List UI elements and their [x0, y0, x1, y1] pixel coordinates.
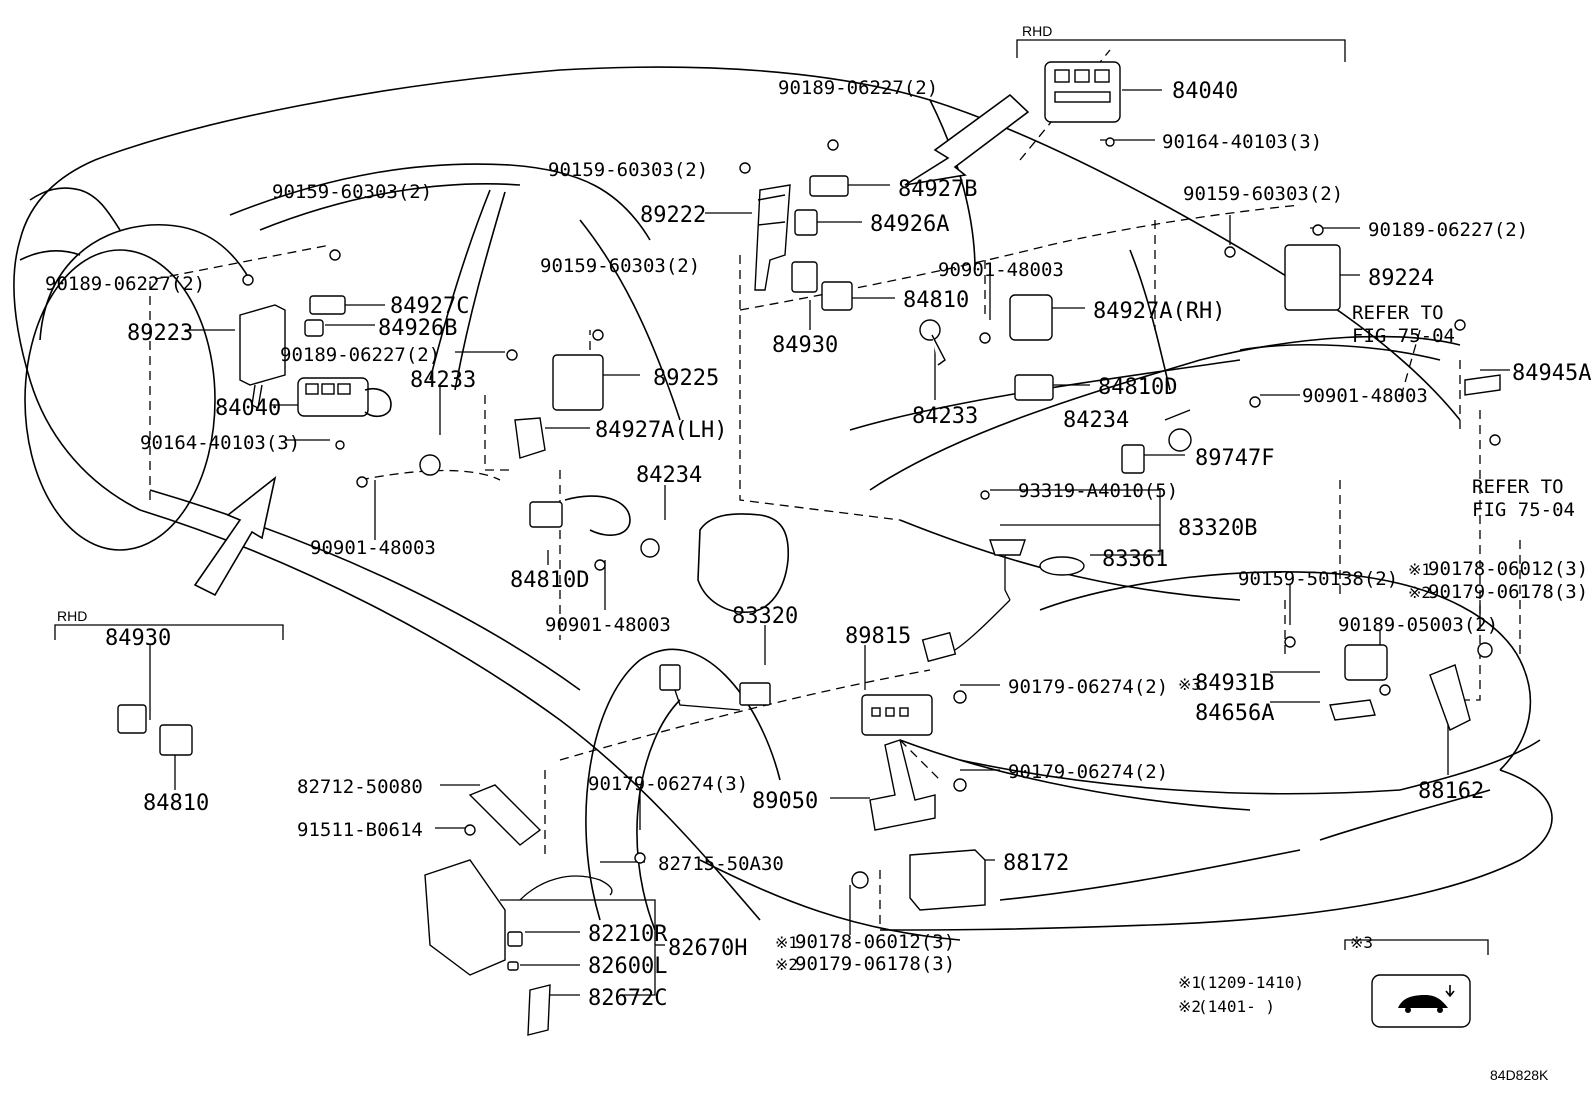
part-label-89747f[interactable]: 89747F	[1195, 446, 1274, 471]
part-label-83361[interactable]: 83361	[1102, 547, 1168, 572]
part-label-84810d-lh[interactable]: 84810D	[510, 568, 589, 593]
part-label-82670h[interactable]: 82670H	[668, 936, 747, 961]
part-label-84931b[interactable]: 84931B	[1195, 671, 1274, 696]
part-label-90164-40103-lh[interactable]: 90164-40103(3)	[140, 432, 300, 454]
note-mark-1: ※1	[1178, 973, 1201, 992]
part-label-90189-06227-lh[interactable]: 90189-06227(2)	[45, 273, 205, 295]
refer-label-2-line2: FIG 75-04	[1472, 499, 1575, 521]
part-label-90179-06274-left[interactable]: 90179-06274(3)	[588, 773, 748, 795]
part-label-90179-06178-bottom[interactable]: 90179-06178(3)	[795, 953, 955, 975]
part-label-90189-06227-mid[interactable]: 90189-06227(2)	[280, 344, 440, 366]
part-label-82600l[interactable]: 82600L	[588, 954, 667, 979]
part-label-84930-rh[interactable]: 84930	[772, 333, 838, 358]
part-label-90179-06178-right[interactable]: 90179-06178(3)	[1428, 581, 1588, 603]
part-label-90178-06012-right[interactable]: 90178-06012(3)	[1428, 558, 1588, 580]
part-label-84927b[interactable]: 84927B	[898, 177, 977, 202]
part-label-84234-rh[interactable]: 84234	[1063, 408, 1129, 433]
note-text-2: (1401- )	[1198, 997, 1275, 1016]
part-label-82715-50a30[interactable]: 82715-50A30	[658, 853, 784, 875]
part-label-84927a-lh[interactable]: 84927A(LH)	[595, 418, 727, 443]
part-label-84040-lh[interactable]: 84040	[215, 396, 281, 421]
part-label-82210r[interactable]: 82210R	[588, 922, 668, 947]
part-label-84040-rh[interactable]: 84040	[1172, 79, 1238, 104]
variant-mark-1-bottom: ※1	[775, 933, 798, 952]
part-label-90901-48003-rh[interactable]: 90901-48003	[1302, 385, 1428, 407]
document-id: 84D828K	[1490, 1067, 1549, 1083]
part-label-90159-50138[interactable]: 90159-50138(2)	[1238, 568, 1398, 590]
part-label-89050[interactable]: 89050	[752, 789, 818, 814]
arrow-rhd-right	[904, 93, 1030, 186]
variant-mark-1-right: ※1	[1408, 560, 1431, 579]
part-label-90901-48003-lh-bottom[interactable]: 90901-48003	[545, 614, 671, 636]
part-label-90189-05003[interactable]: 90189-05003(2)	[1338, 614, 1498, 636]
part-label-84945a[interactable]: 84945A	[1512, 361, 1591, 386]
part-label-84927a-rh[interactable]: 84927A(RH)	[1093, 299, 1225, 324]
part-label-89815[interactable]: 89815	[845, 624, 911, 649]
part-label-84233-lh[interactable]: 84233	[410, 368, 476, 393]
part-label-84656a[interactable]: 84656A	[1195, 701, 1274, 726]
refer-label-1-line1: REFER TO	[1352, 302, 1444, 324]
part-label-84234-lh[interactable]: 84234	[636, 463, 702, 488]
part-label-82672c[interactable]: 82672C	[588, 986, 667, 1011]
part-label-90189-06227-rh[interactable]: 90189-06227(2)	[1368, 219, 1528, 241]
part-label-90159-60303-lh[interactable]: 90159-60303(2)	[272, 181, 432, 203]
part-label-90178-06012-bottom[interactable]: 90178-06012(3)	[795, 931, 955, 953]
part-label-84810d-rh[interactable]: 84810D	[1098, 375, 1177, 400]
part-label-90159-60303-mid[interactable]: 90159-60303(2)	[540, 255, 700, 277]
car-trunk-icon	[1398, 985, 1455, 1013]
part-label-89222[interactable]: 89222	[640, 203, 706, 228]
rhd-label-top: RHD	[1022, 23, 1052, 39]
arrow-rhd-left	[193, 475, 277, 597]
part-label-84810-rhd-inset[interactable]: 84810	[143, 791, 209, 816]
part-label-83320b[interactable]: 83320B	[1178, 516, 1257, 541]
part-label-84233-rh[interactable]: 84233	[912, 404, 978, 429]
part-label-93319-a4010[interactable]: 93319-A4010(5)	[1018, 480, 1178, 502]
part-label-89225[interactable]: 89225	[653, 366, 719, 391]
part-label-90901-48003-rh-top[interactable]: 90901-48003	[938, 259, 1064, 281]
legend-mark-3: ※3	[1350, 933, 1373, 952]
part-label-90159-60303-rh[interactable]: 90159-60303(2)	[1183, 183, 1343, 205]
part-label-90901-48003-lh[interactable]: 90901-48003	[310, 537, 436, 559]
part-label-88172[interactable]: 88172	[1003, 851, 1069, 876]
note-text-1: (1209-1410)	[1198, 973, 1304, 992]
part-label-91511-b0614[interactable]: 91511-B0614	[297, 819, 423, 841]
part-label-83320[interactable]: 83320	[732, 604, 798, 629]
variant-mark-2-right: ※2	[1408, 583, 1431, 602]
note-mark-2: ※2	[1178, 997, 1201, 1016]
part-label-90179-06274-lower[interactable]: 90179-06274(2)	[1008, 761, 1168, 783]
part-label-90159-60303-top[interactable]: 90159-60303(2)	[548, 159, 708, 181]
part-label-84926a[interactable]: 84926A	[870, 212, 949, 237]
part-label-89224[interactable]: 89224	[1368, 266, 1434, 291]
variant-mark-3: ※3	[1178, 675, 1201, 694]
components	[117, 61, 1501, 1036]
car-body-outline	[13, 66, 1553, 941]
part-label-90179-06274-upper[interactable]: 90179-06274(2)	[1008, 676, 1168, 698]
refer-label-1-line2: FIG 75-04	[1352, 325, 1455, 347]
part-label-90164-40103-rh[interactable]: 90164-40103(3)	[1162, 131, 1322, 153]
refer-label-2-line1: REFER TO	[1472, 476, 1564, 498]
part-label-88162[interactable]: 88162	[1418, 779, 1484, 804]
part-label-90189-06227-top[interactable]: 90189-06227(2)	[778, 77, 938, 99]
variant-mark-2-bottom: ※2	[775, 955, 798, 974]
part-label-89223[interactable]: 89223	[127, 321, 193, 346]
part-label-84926b[interactable]: 84926B	[378, 316, 457, 341]
rhd-brackets	[54, 39, 1489, 955]
rhd-label-left: RHD	[57, 608, 87, 624]
part-label-84810-rh[interactable]: 84810	[903, 288, 969, 313]
part-label-84927c[interactable]: 84927C	[390, 294, 469, 319]
part-label-82712-50080[interactable]: 82712-50080	[297, 776, 423, 798]
part-label-84930-rhd-inset[interactable]: 84930	[105, 626, 171, 651]
